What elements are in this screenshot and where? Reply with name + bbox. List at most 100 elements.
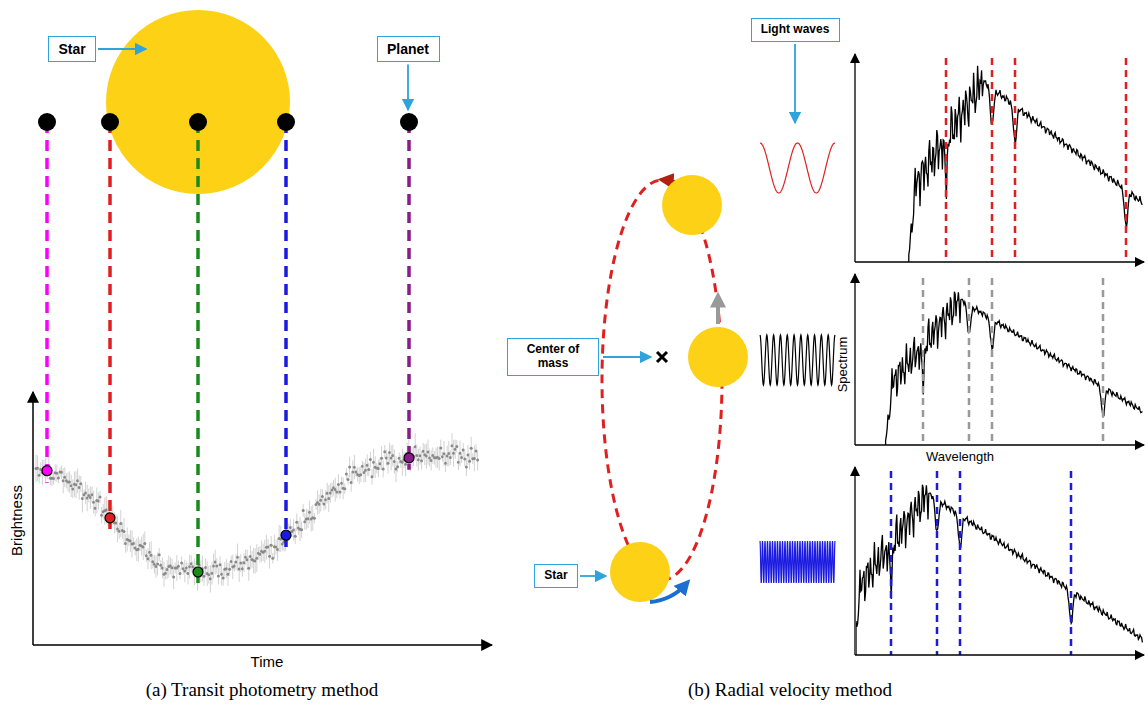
guide-line bbox=[108, 122, 112, 530]
error-bar bbox=[250, 545, 251, 567]
error-bar bbox=[207, 561, 208, 586]
error-bar bbox=[40, 462, 41, 476]
absorption-line bbox=[968, 278, 971, 445]
data-point bbox=[366, 464, 369, 467]
error-bar bbox=[383, 460, 384, 477]
data-point bbox=[326, 492, 329, 495]
error-bar bbox=[429, 449, 430, 466]
y-axis bbox=[854, 274, 855, 445]
data-point bbox=[359, 473, 362, 476]
data-point bbox=[233, 565, 236, 568]
data-point bbox=[335, 491, 338, 494]
data-point bbox=[86, 496, 89, 499]
data-point bbox=[227, 573, 230, 576]
absorption-line bbox=[1102, 278, 1105, 445]
error-bar bbox=[229, 563, 230, 576]
error-bar bbox=[226, 559, 227, 578]
error-bar bbox=[58, 473, 59, 483]
error-bar bbox=[263, 544, 264, 561]
curve-marker bbox=[193, 567, 203, 577]
data-point bbox=[156, 562, 159, 565]
data-point bbox=[207, 573, 210, 576]
data-point bbox=[177, 565, 180, 568]
spectra bbox=[855, 54, 1144, 655]
error-bar bbox=[256, 544, 257, 572]
data-point bbox=[123, 530, 126, 533]
error-bar bbox=[415, 433, 416, 461]
error-bar bbox=[216, 558, 217, 573]
data-point bbox=[75, 483, 78, 486]
error-bar bbox=[445, 454, 446, 472]
error-bar bbox=[260, 546, 261, 562]
data-point bbox=[187, 572, 190, 575]
error-bar bbox=[423, 443, 424, 460]
error-bar bbox=[474, 446, 475, 472]
data-point bbox=[334, 488, 337, 491]
error-bar bbox=[295, 528, 296, 544]
error-bar bbox=[292, 526, 293, 537]
data-point bbox=[158, 553, 161, 556]
error-bar bbox=[359, 467, 360, 484]
data-point bbox=[76, 479, 79, 482]
error-bar bbox=[80, 476, 81, 492]
error-bar bbox=[85, 482, 86, 504]
absorption-line bbox=[991, 278, 994, 445]
data-point bbox=[204, 566, 207, 569]
error-bar bbox=[157, 552, 158, 575]
error-bar bbox=[402, 449, 403, 476]
error-bar bbox=[375, 456, 376, 478]
guide-line bbox=[45, 122, 49, 483]
axis-label: Spectrum bbox=[835, 336, 850, 392]
data-point bbox=[470, 447, 473, 450]
data-point bbox=[129, 540, 132, 543]
data-point bbox=[444, 462, 447, 465]
error-bar bbox=[316, 499, 317, 510]
data-point bbox=[364, 469, 367, 472]
data-point bbox=[217, 574, 220, 577]
error-bar bbox=[378, 460, 379, 478]
data-point bbox=[180, 562, 183, 565]
leader-arrow bbox=[580, 575, 606, 577]
error-bar bbox=[354, 455, 355, 479]
x-axis bbox=[855, 261, 1144, 262]
data-point bbox=[382, 467, 385, 470]
error-bar bbox=[245, 550, 246, 566]
star-disc bbox=[688, 327, 748, 387]
error-bar bbox=[210, 565, 211, 592]
absorption-line bbox=[1125, 58, 1128, 262]
data-point bbox=[308, 511, 311, 514]
data-point bbox=[427, 451, 430, 454]
error-bar bbox=[100, 491, 101, 503]
leader-arrow bbox=[98, 48, 146, 50]
transit-guides bbox=[38, 113, 418, 588]
data-point bbox=[380, 457, 383, 460]
data-point bbox=[68, 480, 71, 483]
error-bar bbox=[351, 473, 352, 492]
error-bar bbox=[319, 494, 320, 513]
error-bar bbox=[440, 440, 441, 457]
error-bar bbox=[392, 445, 393, 467]
data-point bbox=[270, 544, 273, 547]
data-point bbox=[391, 454, 394, 457]
error-bar bbox=[476, 444, 477, 458]
error-bar bbox=[416, 444, 417, 466]
data-point bbox=[294, 535, 297, 538]
data-point bbox=[92, 501, 95, 504]
error-bar bbox=[303, 504, 304, 516]
error-bar bbox=[151, 541, 152, 569]
error-bar bbox=[37, 455, 38, 481]
error-bar bbox=[389, 443, 390, 462]
error-bar bbox=[191, 555, 192, 572]
data-point bbox=[132, 542, 135, 545]
error-bar bbox=[362, 461, 363, 472]
panel-caption: (b) Radial velocity method bbox=[688, 679, 892, 701]
data-point bbox=[307, 517, 310, 520]
data-point bbox=[249, 555, 252, 558]
data-point bbox=[137, 548, 140, 551]
error-bar bbox=[301, 521, 302, 538]
error-bar bbox=[365, 459, 366, 482]
data-point bbox=[475, 449, 478, 452]
data-point bbox=[268, 555, 271, 558]
error-bar bbox=[356, 467, 357, 477]
error-bar bbox=[220, 556, 221, 573]
